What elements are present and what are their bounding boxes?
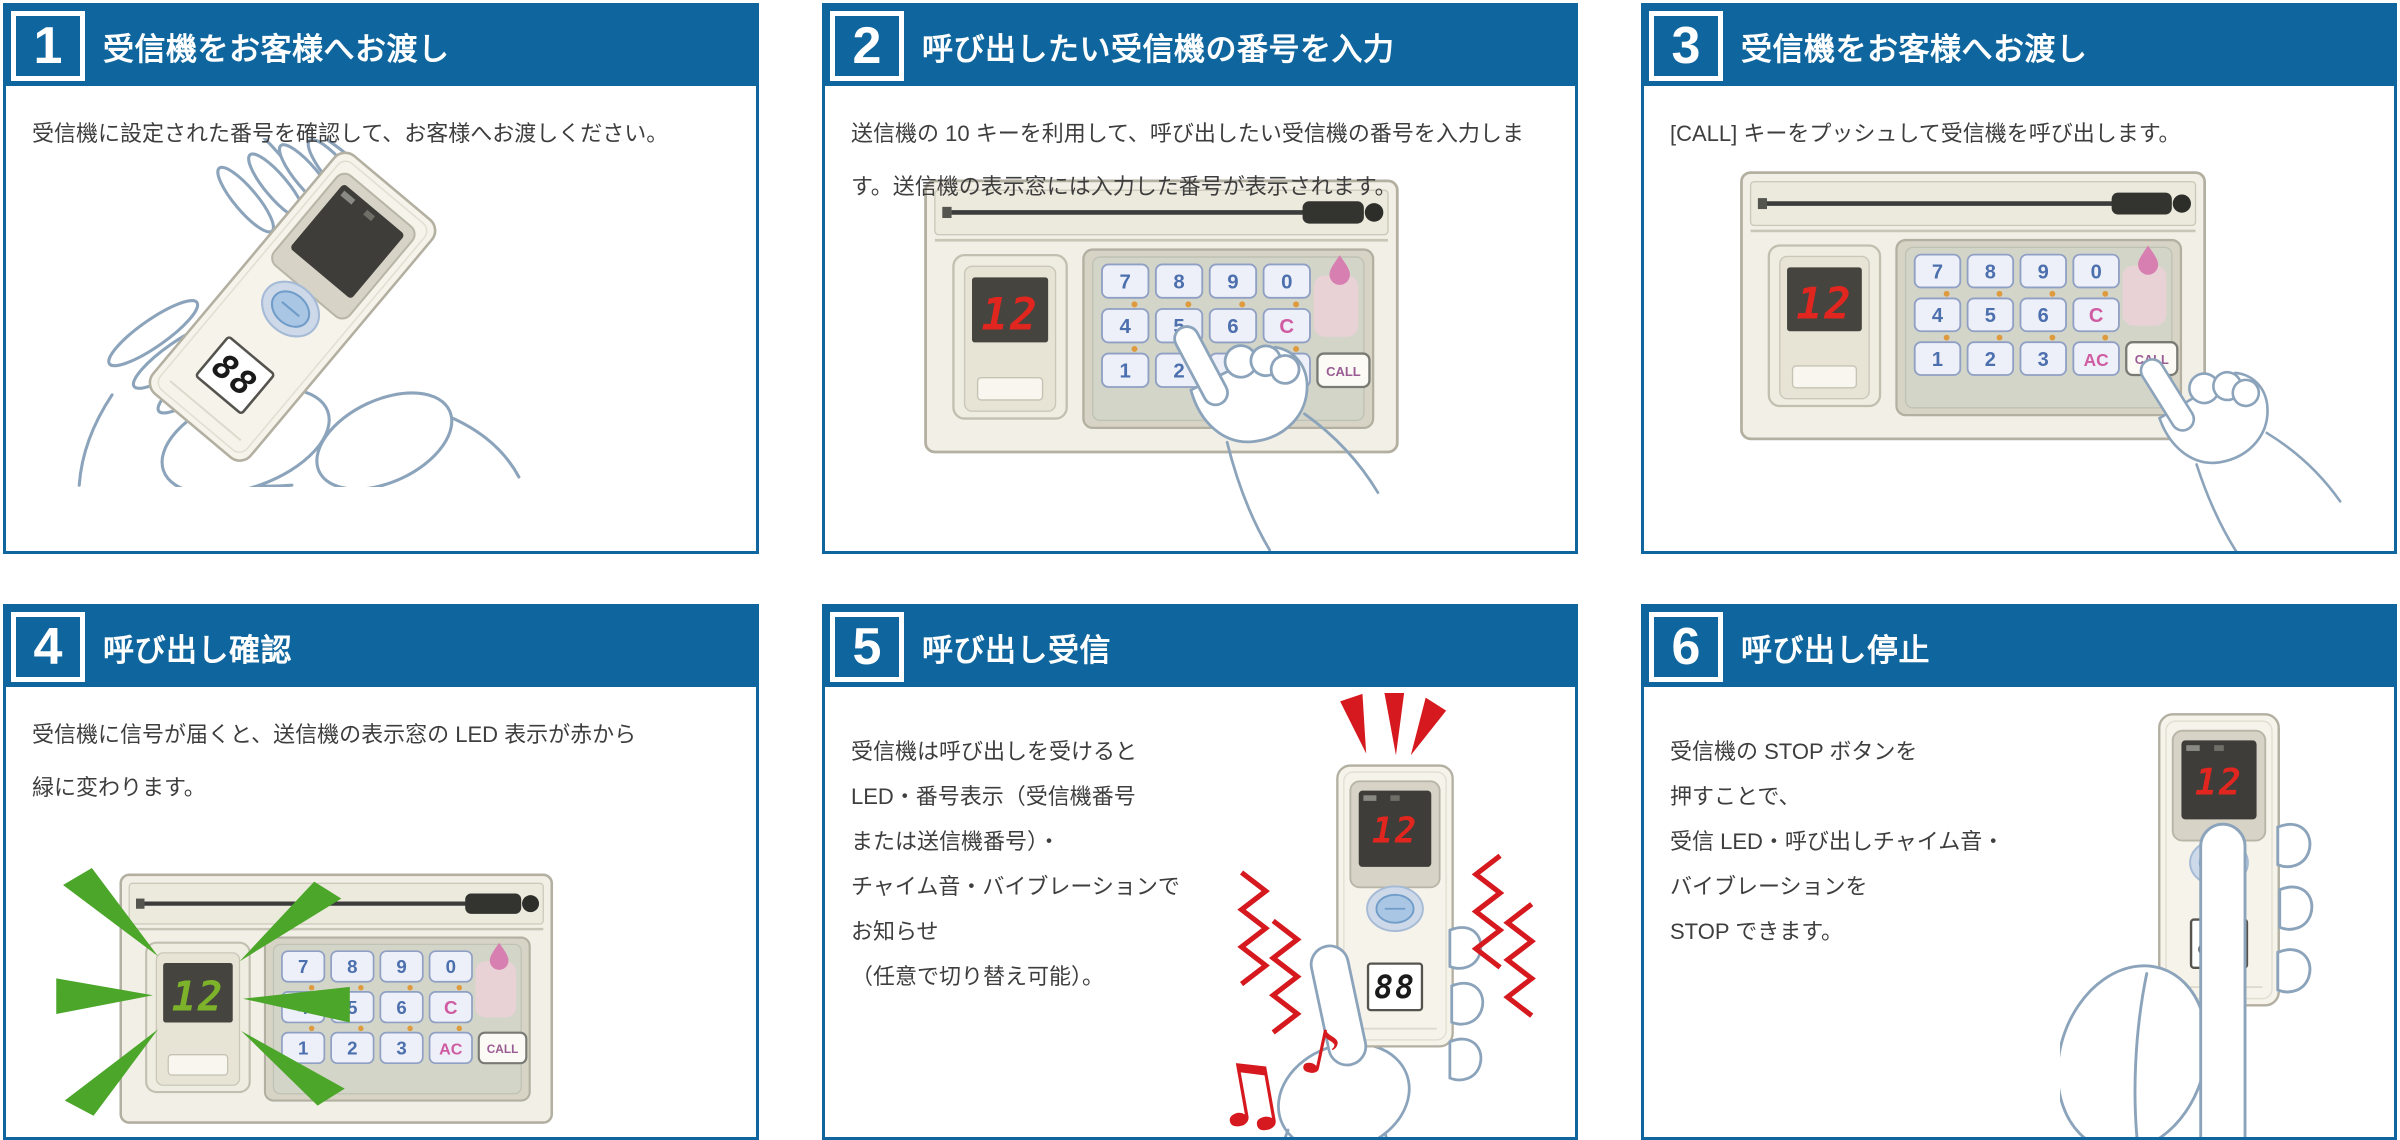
step-body-text: [CALL] キーをプッシュして受信機を呼び出します。 [1670, 121, 2181, 146]
step-number-badge: 1 [11, 11, 85, 81]
receiver-handoff-illustration: 88 [71, 138, 523, 488]
panel-step-6: 6 呼び出し停止 受信機の STOP ボタンを 押すことで、 受信 LED・呼び… [1641, 604, 2397, 1140]
transmitter-input-illustration: 12 [920, 166, 1440, 551]
led-display-value: 12 [2195, 760, 2243, 803]
vibration-zigzag-icon [1237, 853, 1536, 1035]
panel-step-3: 3 受信機をお客様へお渡し [CALL] キーをプッシュして受信機を呼び出します… [1641, 3, 2397, 554]
step-number-badge: 6 [1649, 612, 1723, 682]
panel-6-header: 6 呼び出し停止 [1644, 607, 2394, 687]
step-number-badge: 5 [830, 612, 904, 682]
step-title: 呼び出したい受信機の番号を入力 [922, 31, 1395, 67]
panel-step-2: 2 呼び出したい受信機の番号を入力 送信機の 10 キーを利用して、呼び出したい… [822, 3, 1578, 554]
led-display-value: 12 [1372, 811, 1418, 852]
led-display-value: 12 [172, 973, 224, 1021]
receiver-device: 88 [142, 145, 443, 468]
panel-6-body: 受信機の STOP ボタンを 押すことで、 受信 LED・呼び出しチャイム音・ … [1644, 687, 2394, 1137]
panel-step-5: 5 呼び出し受信 受信機は呼び出しを受けると LED・番号表示（受信機番号 また… [822, 604, 1578, 1140]
panel-5-header: 5 呼び出し受信 [825, 607, 1575, 687]
led-display-value: 12 [981, 288, 1038, 340]
step-title: 呼び出し確認 [103, 632, 292, 668]
step-body-text: 受信機は呼び出しを受けると LED・番号表示（受信機番号 または送信機番号）・ … [851, 739, 1180, 990]
thumb-icon [1309, 944, 1368, 1067]
step-title: 受信機をお客様へお渡し [1741, 31, 2088, 67]
step-title: 呼び出し停止 [1741, 632, 1930, 668]
panel-1-body: 受信機に設定された番号を確認して、お客様へお渡しください。 [6, 86, 756, 551]
transmitter-call-illustration: 12 [1736, 158, 2356, 551]
panel-4-body: 受信機に信号が届くと、送信機の表示窓の LED 表示が赤から 緑に変わります。 … [6, 687, 756, 1137]
step-number-badge: 4 [11, 612, 85, 682]
alert-flash-icon [1340, 693, 1447, 756]
panel-2-header: 2 呼び出したい受信機の番号を入力 [825, 6, 1575, 86]
music-note-beamed-icon: ♫ [1209, 1040, 1295, 1137]
receiver-ringing-illustration: 12 88 [1209, 693, 1575, 1137]
step-number-badge: 2 [830, 11, 904, 81]
pressing-finger-icon [2199, 822, 2247, 1137]
step-body-text: 受信機に信号が届くと、送信機の表示窓の LED 表示が赤から 緑に変わります。 [32, 722, 637, 800]
instruction-grid: 1 受信機をお客様へお渡し 受信機に設定された番号を確認して、お客様へお渡しくだ… [3, 3, 2397, 1140]
transmitter-green-led-illustration: 12 [52, 857, 612, 1137]
panel-2-body: 送信機の 10 キーを利用して、呼び出したい受信機の番号を入力します。送信機の表… [825, 86, 1575, 551]
receiver-stop-illustration: 12 88 [2060, 697, 2378, 1137]
number-label: 88 [1374, 970, 1416, 1006]
panel-step-4: 4 呼び出し確認 受信機に信号が届くと、送信機の表示窓の LED 表示が赤から … [3, 604, 759, 1140]
step-title: 呼び出し受信 [922, 632, 1111, 668]
finger-tips-icon [2276, 822, 2314, 994]
step-body-text: 送信機の 10 キーを利用して、呼び出したい受信機の番号を入力します。送信機の表… [851, 121, 1524, 199]
green-flash-icon [56, 868, 350, 1116]
step-body-text: 受信機に設定された番号を確認して、お客様へお渡しください。 [32, 121, 669, 146]
step-body-text: 受信機の STOP ボタンを 押すことで、 受信 LED・呼び出しチャイム音・ … [1670, 739, 2005, 945]
step-title: 受信機をお客様へお渡し [103, 31, 450, 67]
panel-1-header: 1 受信機をお客様へお渡し [6, 6, 756, 86]
step-number-badge: 3 [1649, 11, 1723, 81]
panel-3-body: [CALL] キーをプッシュして受信機を呼び出します。 12 [1644, 86, 2394, 551]
led-display-value: 12 [1796, 278, 1852, 329]
panel-4-header: 4 呼び出し確認 [6, 607, 756, 687]
panel-step-1: 1 受信機をお客様へお渡し 受信機に設定された番号を確認して、お客様へお渡しくだ… [3, 3, 759, 554]
holding-hand-icon [1277, 1042, 1411, 1137]
panel-5-body: 受信機は呼び出しを受けると LED・番号表示（受信機番号 または送信機番号）・ … [825, 687, 1575, 1137]
panel-3-header: 3 受信機をお客様へお渡し [1644, 6, 2394, 86]
